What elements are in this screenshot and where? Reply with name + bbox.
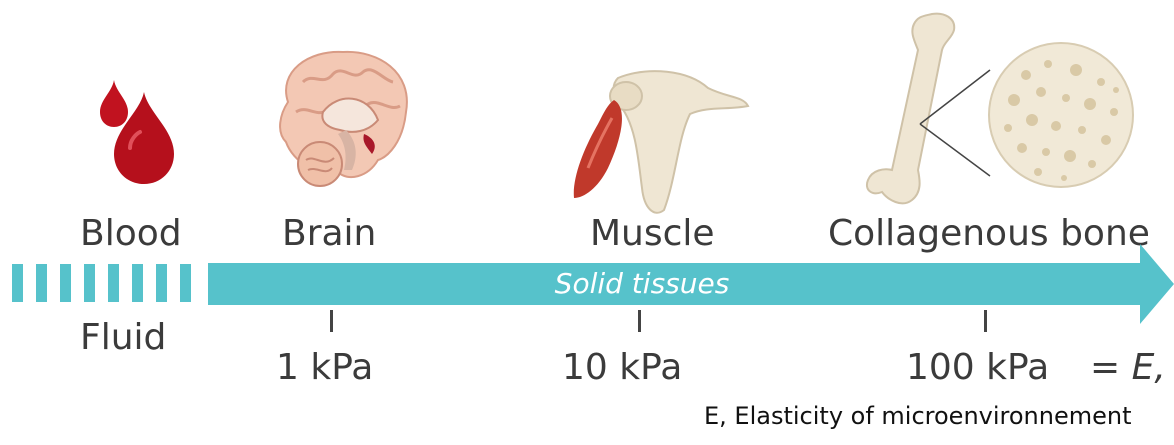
fluid-label: Fluid <box>80 320 166 356</box>
tick-100kpa <box>984 310 987 332</box>
shoulder-muscle-icon <box>558 48 758 218</box>
bone-label: Collagenous bone <box>828 216 1150 252</box>
equals-e-label: = E, <box>1090 350 1166 386</box>
brain-label: Brain <box>282 216 376 252</box>
blood-label: Blood <box>80 216 182 252</box>
solid-tissues-label: Solid tissues <box>0 263 1174 305</box>
muscle-label: Muscle <box>590 216 715 252</box>
tick-10kpa <box>638 310 641 332</box>
bone-texture-icon <box>986 40 1136 190</box>
tick-label-1kpa: 1 kPa <box>276 350 373 386</box>
tick-label-10kpa: 10 kPa <box>562 350 682 386</box>
tick-label-100kpa: 100 kPa <box>906 350 1049 386</box>
blood-drops-icon <box>92 78 182 188</box>
caption: E, Elasticity of microenvironnement <box>704 402 1132 430</box>
tick-1kpa <box>330 310 333 332</box>
brain-icon <box>268 42 418 212</box>
